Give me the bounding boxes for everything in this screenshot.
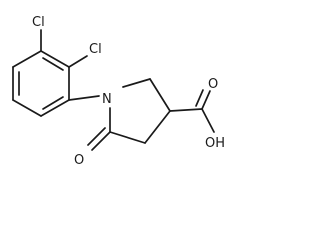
pyrrolidinone-ring (109, 78, 171, 144)
chlorine-right-label: Cl (89, 42, 102, 57)
ring-bond-4 (12, 99, 42, 117)
ring-double-bond-1 (42, 57, 64, 71)
nitrogen-label: N (102, 92, 112, 107)
c2-c3-bond (149, 78, 171, 112)
hydroxyl-label: OH (205, 136, 225, 151)
chemical-structure: Cl Cl N O O OH (12, 15, 225, 168)
ketone-oxygen-label: O (74, 153, 84, 168)
c3-c4-bond (144, 110, 171, 144)
ring-bond-3 (40, 99, 70, 117)
ring-bond-6 (12, 50, 42, 68)
c-cl-bond-right (68, 55, 88, 68)
carboxyl-double-bond-b (195, 89, 204, 107)
carboxyl-oxygen-label: O (208, 77, 218, 92)
c4-c5-bond (109, 131, 146, 144)
carboxyl-oh-bond (201, 108, 215, 133)
n-c2-bond (122, 78, 151, 88)
benzene-ring (12, 50, 70, 117)
carboxyl-double-bond-a (201, 90, 211, 110)
ketone-double-bond-b (87, 127, 106, 146)
aryl-n-bond (68, 95, 100, 101)
ring-bond-1 (40, 50, 70, 68)
ketone-double-bond-a (91, 131, 111, 151)
c3-carboxyl-bond (169, 108, 203, 112)
ring-double-bond-2 (42, 96, 64, 110)
chlorine-top-label: Cl (32, 15, 45, 30)
